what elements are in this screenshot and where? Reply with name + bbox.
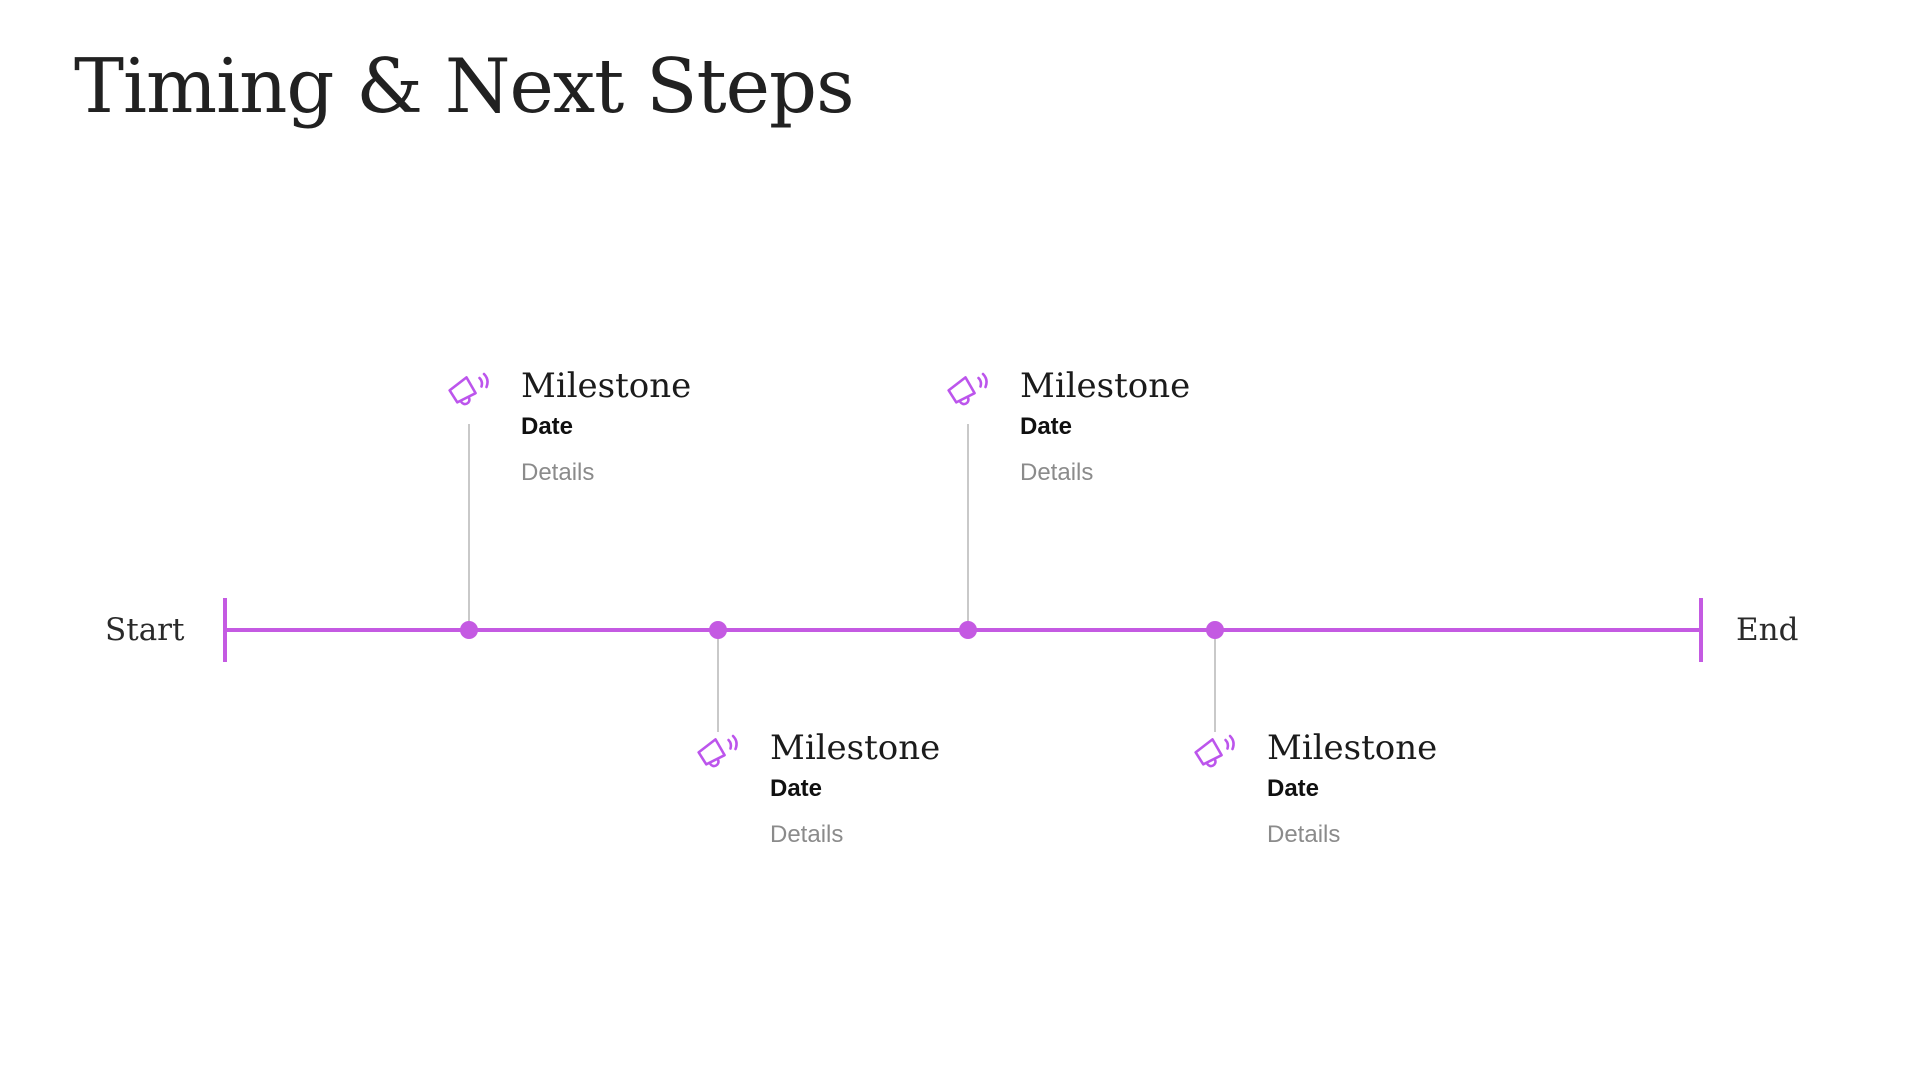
milestone-connector — [967, 424, 969, 630]
milestone-card: Milestone Date Details — [1192, 726, 1597, 850]
timeline-dot — [460, 621, 478, 639]
milestone-card: Milestone Date Details — [695, 726, 1100, 850]
milestone-connector — [468, 424, 470, 630]
page-title: Timing & Next Steps — [74, 42, 855, 130]
milestone-text: Milestone Date Details — [1267, 726, 1597, 850]
timeline-end-label: End — [1736, 612, 1799, 648]
milestone-title: Milestone — [770, 728, 941, 768]
milestone-details: Details — [1020, 459, 1094, 486]
timeline-dot — [959, 621, 977, 639]
milestone-text: Milestone Date Details — [521, 364, 851, 488]
megaphone-icon — [1192, 732, 1238, 776]
milestone-card: Milestone Date Details — [446, 364, 851, 488]
milestone-text: Milestone Date Details — [770, 726, 1100, 850]
milestone-text: Milestone Date Details — [1020, 364, 1350, 488]
timeline-dot — [709, 621, 727, 639]
milestone-title: Milestone — [1020, 366, 1191, 406]
megaphone-icon — [446, 370, 492, 414]
milestone-date: Date — [521, 413, 574, 440]
milestone-connector — [717, 632, 719, 732]
megaphone-icon — [945, 370, 991, 414]
milestone-date: Date — [1020, 413, 1073, 440]
milestone-details: Details — [1267, 821, 1341, 848]
timeline-start-label: Start — [105, 612, 185, 648]
milestone-card: Milestone Date Details — [945, 364, 1350, 488]
milestone-date: Date — [1267, 775, 1320, 802]
megaphone-icon — [695, 732, 741, 776]
milestone-title: Milestone — [521, 366, 692, 406]
milestone-date: Date — [770, 775, 823, 802]
timeline-end-cap — [1699, 598, 1703, 662]
milestone-details: Details — [521, 459, 595, 486]
milestone-connector — [1214, 632, 1216, 732]
milestone-details: Details — [770, 821, 844, 848]
timeline-dot — [1206, 621, 1224, 639]
milestone-title: Milestone — [1267, 728, 1438, 768]
